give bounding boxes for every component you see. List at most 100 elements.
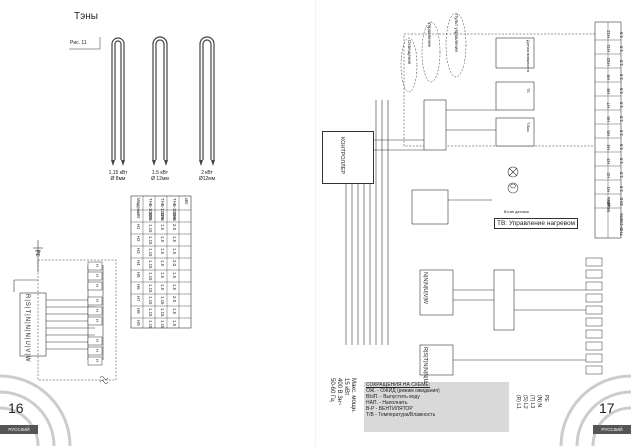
language-tag: РУССКИЙ xyxy=(593,425,631,434)
wiring-diagram xyxy=(345,12,631,446)
table-header: H11 xyxy=(606,44,611,52)
table-cell: 1.5 xyxy=(619,74,624,80)
legend-item: Т/В - Температура/Влажность xyxy=(366,412,436,418)
table-header: H5 xyxy=(606,130,611,137)
table-cell: 1.5 xyxy=(619,172,624,178)
table-cell: 2.0 xyxy=(172,224,177,230)
table-row: ТНВ-150R6 xyxy=(619,213,624,236)
pe-label: PE xyxy=(34,250,40,257)
table-header: H8 xyxy=(606,88,611,95)
table-cell: 1.5 xyxy=(160,284,165,290)
table-cell: 1.5 xyxy=(172,248,177,254)
table-header: кВт xyxy=(184,198,189,205)
table-cell: 1.5 xyxy=(172,236,177,242)
heater-label: H xyxy=(95,264,100,267)
heater-element xyxy=(111,37,125,160)
table-header: H4 xyxy=(136,260,141,266)
table-cell: 1.5 xyxy=(172,320,177,326)
table-cell: 1.5 xyxy=(619,60,624,66)
page-number: 16 xyxy=(8,400,24,416)
table-cell: 1.15 xyxy=(148,224,153,233)
table-cell: 1.15 xyxy=(148,320,153,329)
legend-item: НАП. - Наполнить xyxy=(366,400,408,406)
left-drawing xyxy=(0,36,215,446)
table-cell: 1.15 xyxy=(148,308,153,317)
table-header: H3 xyxy=(606,158,611,165)
table-header: H7 xyxy=(606,102,611,109)
heater-label: H xyxy=(95,339,100,342)
phase-label: (R) L1 xyxy=(515,395,521,409)
table-cell: 1.5 xyxy=(160,260,165,266)
table-cell: 1.5 xyxy=(160,236,165,242)
table-header: H6 xyxy=(136,284,141,290)
table-cell: 15.0 xyxy=(172,212,177,221)
heater-element xyxy=(199,36,215,160)
table-cell: 12.0 xyxy=(160,212,165,221)
table-cell: 1.5 xyxy=(172,272,177,278)
table-header: кВт xyxy=(606,199,611,206)
tv-small-label: Вл-ве датчике xyxy=(504,210,530,214)
table-cell: 1.5 xyxy=(160,248,165,254)
table-header: H1 xyxy=(606,186,611,193)
table-cell: 1.5 xyxy=(172,284,177,290)
table-header: H8 xyxy=(136,308,141,314)
page-heading: Тэны xyxy=(74,11,98,22)
legend-item: ВЫП. - Выпустить воду xyxy=(366,394,420,400)
phase-label: (S) L2 xyxy=(522,395,528,409)
table-cell: 1.5 xyxy=(619,144,624,150)
page-number: 17 xyxy=(599,400,615,416)
language-tag: РУССКИЙ xyxy=(0,425,38,434)
heater-label: H xyxy=(95,284,100,287)
heater-label: H xyxy=(95,349,100,352)
table-header: H6 xyxy=(606,116,611,123)
table-cell: 2.0 xyxy=(172,260,177,266)
terminal-labels: R|S|T|N|N|N|U|V|W xyxy=(24,294,30,363)
table-cell: 1.5 xyxy=(619,130,624,136)
control-label: Управление xyxy=(427,22,432,48)
sensor-label: ТБ xyxy=(526,88,530,93)
abbreviations-legend: СОКРАЩЕНИЯ НА СХЕМЕ: ОЖ. - ОЖИД (режим о… xyxy=(364,382,509,432)
table-cell: 1.5 xyxy=(619,186,624,192)
table-cell: 1.5 xyxy=(619,116,624,122)
terminal-mid-labels: N|N|N|U|V|W xyxy=(422,272,428,304)
heater-label: H xyxy=(95,274,100,277)
heater-label: H xyxy=(95,299,100,302)
table-cell: 1.5 xyxy=(619,102,624,108)
table-cell: 1.5 xyxy=(160,272,165,278)
table-header: H1 xyxy=(136,224,141,230)
table-cell: 1.5 xyxy=(160,224,165,230)
control-label: Освещение xyxy=(407,40,412,65)
phase-label: (N) N xyxy=(536,395,542,407)
table-cell: 1.15 xyxy=(148,248,153,257)
right-page: КОНТРОЛЛЕР Управление Пульт управления О… xyxy=(316,0,631,446)
control-label: Пульт управления xyxy=(454,14,459,52)
heater-label: H xyxy=(95,359,100,362)
phase-label: PE xyxy=(543,395,549,402)
legend-title: СОКРАЩЕНИЯ НА СХЕМЕ: xyxy=(366,382,431,388)
tv-label: ТВ: Управление нагревом xyxy=(494,218,579,229)
sensor-label: Датчик влажности xyxy=(526,40,530,72)
table-header: H10 xyxy=(606,58,611,66)
table-cell: 15.0 xyxy=(619,197,624,206)
table-header: H9 xyxy=(606,74,611,81)
table-header: кВт xyxy=(136,212,141,219)
heater-element xyxy=(152,36,168,160)
table-cell: 1.15 xyxy=(160,296,165,305)
controller-label: КОНТРОЛЛЕР xyxy=(339,137,345,175)
table-cell: 1.5 xyxy=(619,46,624,52)
table-cell: 1.15 xyxy=(148,296,153,305)
table-cell: 1.15 xyxy=(160,320,165,329)
table-cell: 2.0 xyxy=(172,296,177,302)
heater-label: H xyxy=(95,319,100,322)
table-cell: 1.5 xyxy=(619,158,624,164)
legend-item: ОЖ. - ОЖИД (режим ожидания) xyxy=(366,388,440,394)
heater-label: H xyxy=(95,309,100,312)
table-cell: 1.15 xyxy=(148,260,153,269)
table-header: H5 xyxy=(136,272,141,278)
table-cell: 1.15 xyxy=(148,236,153,245)
table-header: H7 xyxy=(136,296,141,302)
table-header: H12 xyxy=(606,30,611,38)
